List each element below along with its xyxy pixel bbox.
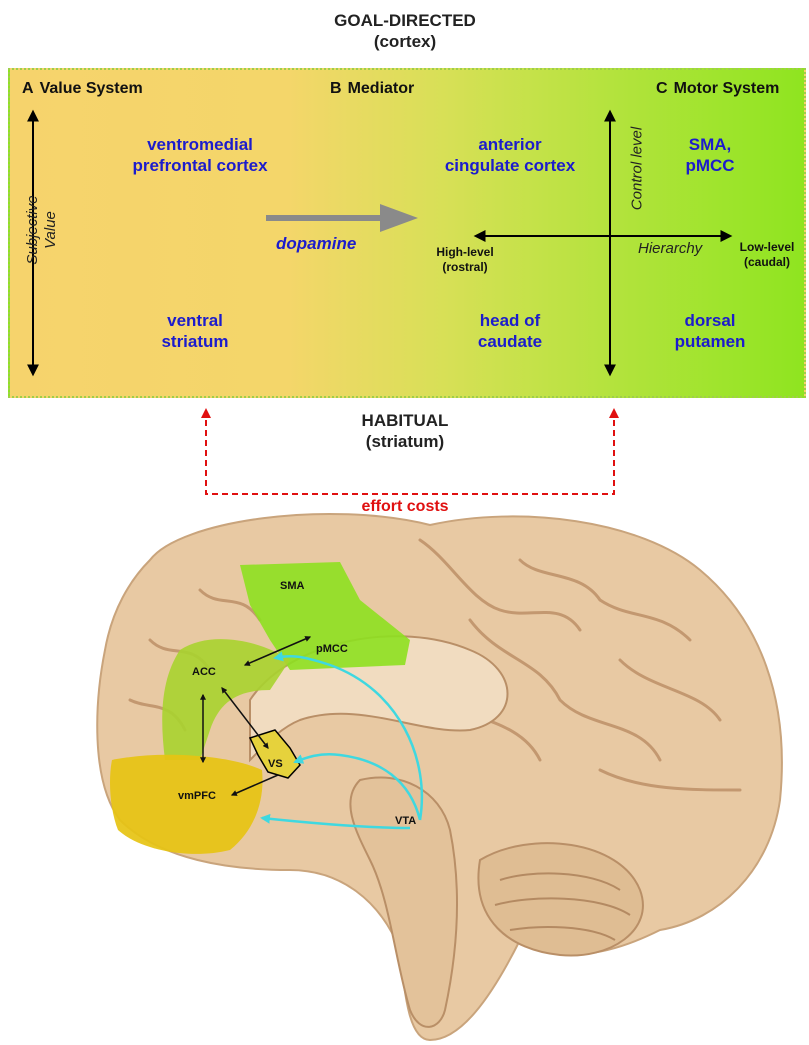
high-level-label: High-level (rostral) <box>420 245 510 275</box>
dopamine-arrow-head <box>380 204 418 232</box>
subjective-value-line1: Subjective <box>24 170 42 290</box>
vmpfc-region <box>110 755 263 854</box>
brain-illustration <box>97 514 782 1040</box>
dopamine-label: dopamine <box>276 234 356 254</box>
hierarchy-label: Hierarchy <box>638 240 702 257</box>
brain-label-vs: VS <box>268 758 283 770</box>
subjective-value-line2: Value <box>42 170 60 290</box>
brain-label-vmpfc: vmPFC <box>178 790 216 802</box>
control-level-label: Control level <box>629 114 646 224</box>
effort-costs-label: effort costs <box>330 498 480 516</box>
subjective-value-label: Subjective Value <box>24 170 60 290</box>
low-level-label: Low-level (caudal) <box>725 240 809 270</box>
habitual-title: HABITUAL (striatum) <box>300 410 510 452</box>
high-level-line2: (rostral) <box>420 260 510 275</box>
low-level-line2: (caudal) <box>725 255 809 270</box>
brain-label-pmcc: pMCC <box>316 643 348 655</box>
high-level-line1: High-level <box>420 245 510 260</box>
brain-label-vta: VTA <box>395 815 416 827</box>
brain-label-sma: SMA <box>280 580 304 592</box>
habitual-line1: HABITUAL <box>300 410 510 431</box>
low-level-line1: Low-level <box>725 240 809 255</box>
habitual-line2: (striatum) <box>300 431 510 452</box>
brain-label-acc: ACC <box>192 666 216 678</box>
